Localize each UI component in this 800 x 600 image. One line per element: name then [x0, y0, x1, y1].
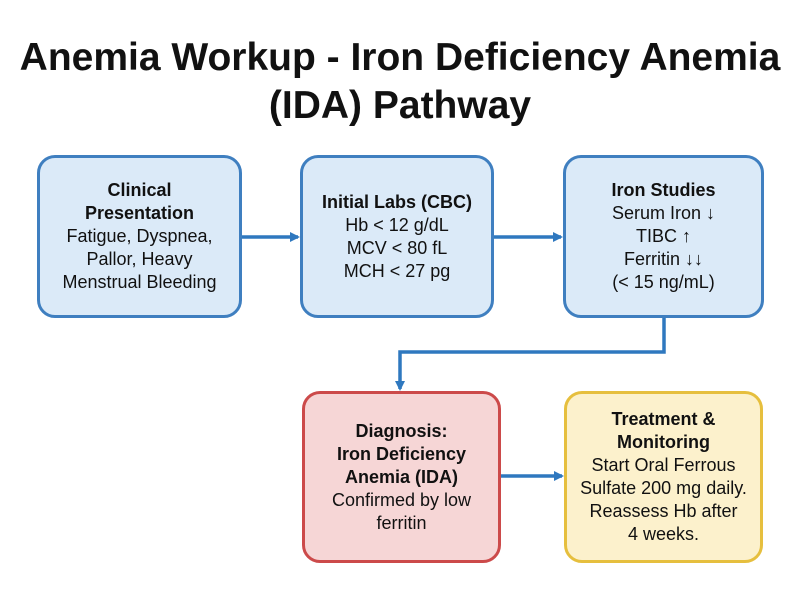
node-heading: Anemia (IDA) — [344, 466, 458, 487]
node-text: Start Oral Ferrous — [591, 455, 736, 475]
node-heading: Diagnosis: — [355, 420, 448, 441]
node-text: Hb < 12 g/dL — [345, 214, 449, 235]
title-line-2: (IDA) Pathway — [268, 84, 532, 127]
arrow-iron-to-diagnosis — [395, 318, 666, 391]
node-text: Reassess Hb after — [589, 501, 738, 521]
node-text: (< 15 ng/mL) — [612, 272, 715, 292]
node-heading: Iron Deficiency — [336, 443, 467, 464]
node-clinical-presentation: Clinical Presentation Fatigue, Dyspnea, … — [37, 155, 242, 318]
node-heading: Monitoring — [617, 432, 710, 452]
node-text: ferritin — [376, 512, 427, 533]
node-heading: Initial Labs (CBC) — [321, 191, 472, 212]
node-treatment-monitoring: Treatment & Monitoring Start Oral Ferrou… — [564, 391, 763, 563]
node-heading: Presentation — [84, 203, 195, 223]
node-text: Sulfate 200 mg daily. — [580, 478, 747, 498]
node-text: MCH < 27 pg — [343, 260, 451, 281]
node-heading: Clinical — [107, 180, 172, 200]
node-text: 4 weeks. — [627, 524, 700, 544]
title-line-1: Anemia Workup - Iron Deficiency Anemia — [19, 36, 781, 79]
node-text: Ferritin ↓↓ — [623, 249, 703, 269]
node-initial-labs: Initial Labs (CBC) Hb < 12 g/dL MCV < 80… — [300, 155, 494, 318]
node-text: Pallor, Heavy — [86, 249, 193, 269]
node-text: MCV < 80 fL — [346, 237, 448, 258]
node-text: TIBC ↑ — [635, 226, 691, 246]
node-text: Serum Iron ↓ — [611, 203, 716, 223]
node-heading: Iron Studies — [611, 180, 716, 200]
node-text: Confirmed by low — [331, 489, 472, 510]
node-heading: Treatment & — [611, 409, 716, 429]
node-iron-studies: Iron Studies Serum Iron ↓ TIBC ↑ Ferriti… — [563, 155, 764, 318]
node-diagnosis: Diagnosis: Iron Deficiency Anemia (IDA) … — [302, 391, 501, 563]
node-text: Fatigue, Dyspnea, — [66, 226, 213, 246]
diagram-title: Anemia Workup - Iron Deficiency Anemia (… — [0, 34, 800, 130]
node-text: Menstrual Bleeding — [62, 272, 217, 292]
